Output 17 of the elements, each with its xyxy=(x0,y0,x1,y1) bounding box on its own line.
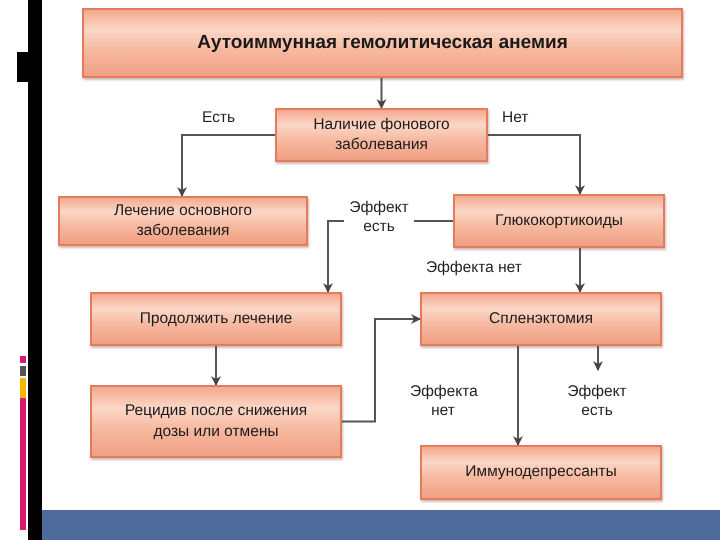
arrow xyxy=(376,78,386,109)
process-box: Рецидив после снижения дозы или отмены xyxy=(90,385,342,458)
process-box: Глюкокортикоиды xyxy=(453,194,665,248)
process-box: Лечение основного заболевания xyxy=(58,196,308,246)
title-box: Аутоиммунная гемолитическая анемия xyxy=(82,8,683,78)
process-box: Наличие фонового заболевания xyxy=(275,108,488,162)
arrow xyxy=(342,314,421,422)
process-box: Спленэктомия xyxy=(420,292,662,346)
process-box: Продолжить лечение xyxy=(90,292,342,346)
arrow xyxy=(513,346,523,446)
arrow xyxy=(575,248,585,293)
edge-label: Эффекта нет xyxy=(424,258,524,278)
arrow xyxy=(488,134,585,195)
process-box: Иммунодепрессанты xyxy=(420,445,662,500)
arrow xyxy=(593,346,603,371)
arrow xyxy=(211,346,221,386)
arrow xyxy=(177,134,275,197)
